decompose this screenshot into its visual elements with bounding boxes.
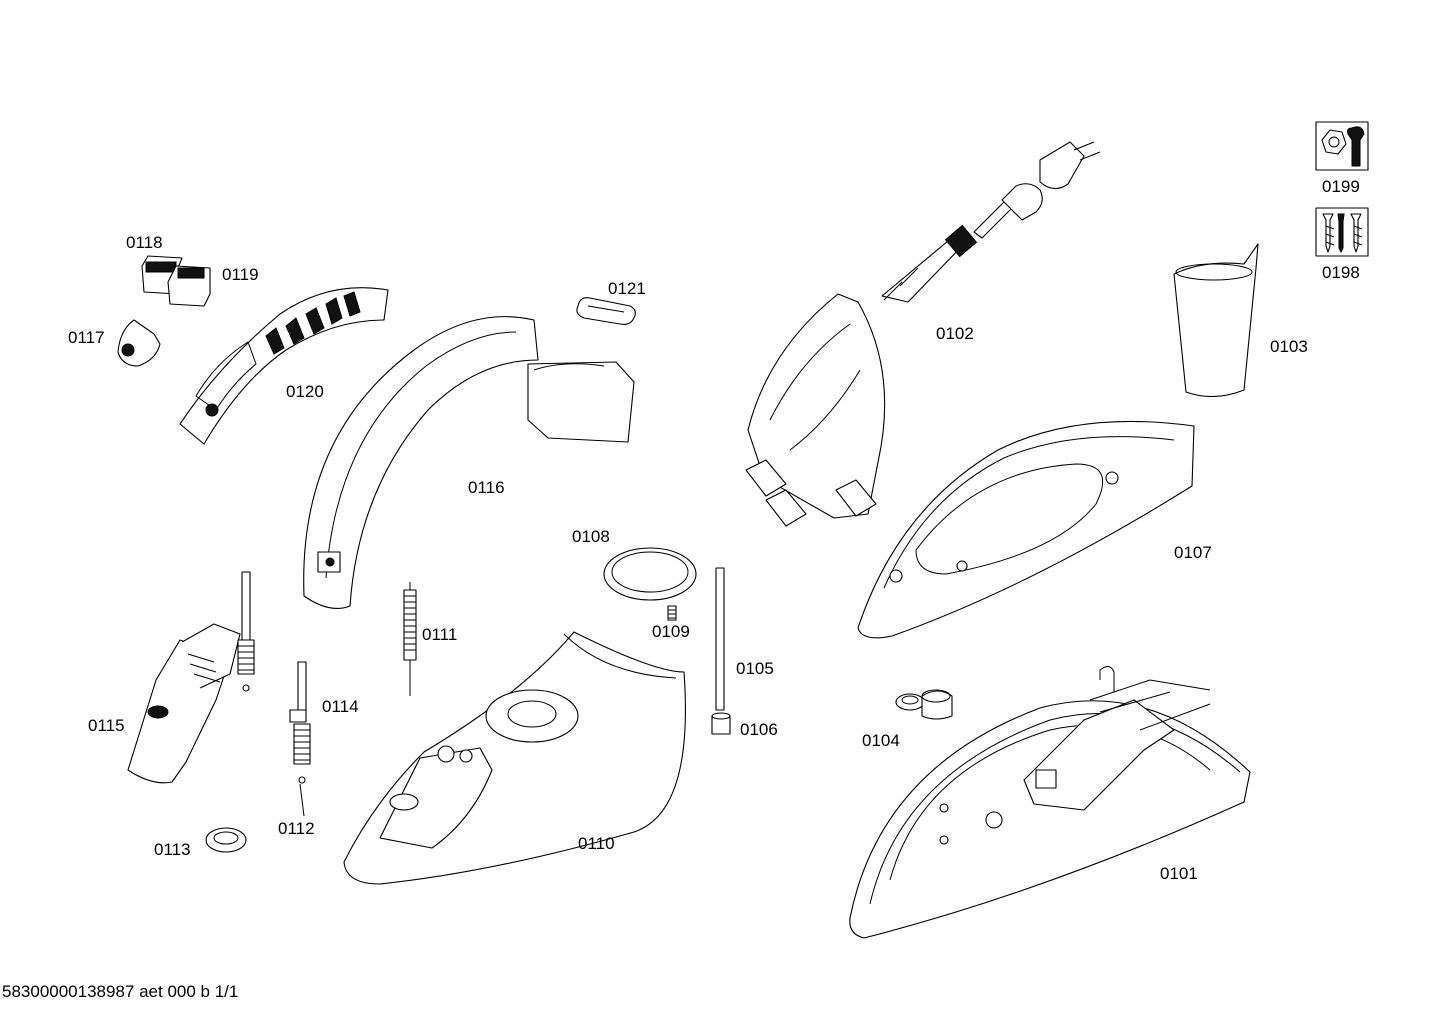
label-0101: 0101 (1160, 864, 1198, 883)
part-0115-drawing (127, 571, 255, 784)
part-0113-drawing (205, 827, 247, 853)
label-0120: 0120 (286, 382, 324, 401)
part-0121-drawing (576, 297, 636, 325)
part-0103-drawing (1173, 243, 1259, 398)
label-0118: 0118 (126, 233, 163, 252)
label-0115: 0115 (88, 716, 125, 735)
label-0103: 0103 (1270, 337, 1308, 356)
label-0104: 0104 (862, 731, 900, 750)
part-0106-drawing (711, 712, 731, 735)
part-0109-drawing (667, 605, 677, 621)
part-0110-drawing (343, 631, 686, 885)
part-0111-drawing (403, 582, 417, 696)
screws-icon (1315, 207, 1369, 257)
part-0104-drawing (895, 689, 953, 720)
label-0114: 0114 (322, 697, 359, 716)
part-0120-drawing (179, 287, 389, 445)
label-0198: 0198 (1322, 263, 1360, 282)
label-0121: 0121 (608, 279, 646, 298)
label-0109: 0109 (652, 622, 690, 641)
document-footer: 58300000138987 aet 000 b 1/1 (2, 982, 238, 1001)
part-0102-drawing (745, 141, 1101, 527)
part-0108-drawing (603, 547, 697, 601)
label-0108: 0108 (572, 527, 610, 546)
part-0101-drawing (849, 666, 1251, 939)
part-0107-drawing (857, 420, 1195, 639)
label-0111: 0111 (422, 625, 457, 644)
label-0112: 0112 (278, 819, 315, 838)
label-0110: 0110 (578, 834, 615, 853)
label-0113: 0113 (154, 840, 191, 859)
wrench-nut-icon (1315, 121, 1369, 171)
part-0117-drawing (117, 319, 161, 367)
label-0119: 0119 (222, 265, 259, 284)
label-0105: 0105 (736, 659, 774, 678)
part-0112-drawing (298, 776, 306, 817)
label-0117: 0117 (68, 328, 105, 347)
label-0102: 0102 (936, 324, 974, 343)
part-0114-drawing (289, 661, 311, 765)
part-0116-drawing (303, 316, 635, 609)
part-0119-drawing (167, 265, 211, 307)
label-0116: 0116 (468, 478, 505, 497)
label-0107: 0107 (1174, 543, 1212, 562)
label-0106: 0106 (740, 720, 778, 739)
part-0105-drawing (715, 567, 725, 711)
label-0199: 0199 (1322, 177, 1360, 196)
